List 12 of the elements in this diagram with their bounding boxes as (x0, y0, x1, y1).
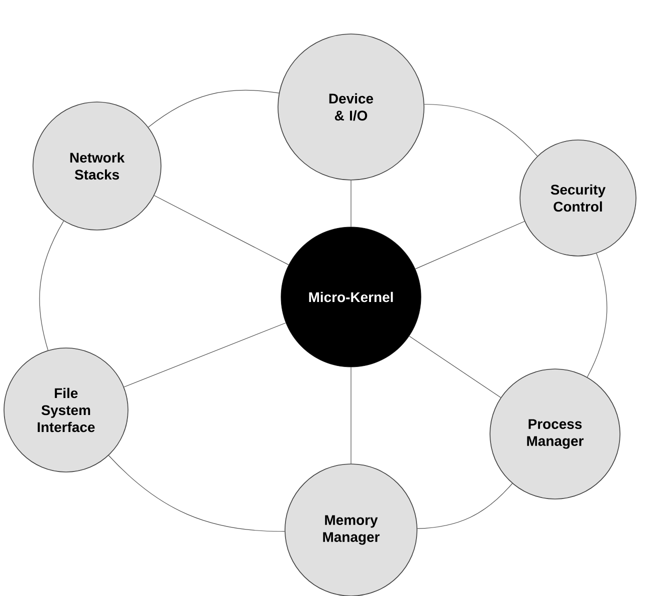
ring-arc (417, 483, 513, 529)
ring-arc (424, 104, 538, 156)
connector-line (350, 180, 352, 228)
connector-line (408, 336, 502, 398)
connector-line (415, 221, 525, 270)
ring-arc (586, 253, 608, 378)
ring-arc (39, 220, 64, 351)
connector-line (124, 322, 286, 388)
ring-arc (148, 90, 280, 128)
connector-line (154, 195, 289, 266)
connector-line (350, 366, 352, 464)
ring-arc (108, 455, 285, 532)
